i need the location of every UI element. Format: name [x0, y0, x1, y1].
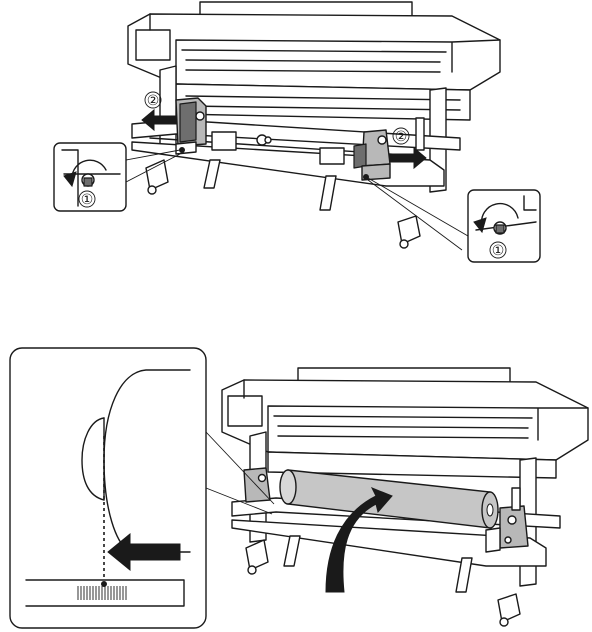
right-foot: [398, 216, 420, 244]
left-foot: [146, 160, 168, 190]
step-2-left-marker: ②: [145, 92, 161, 109]
step-1-right-label: ①: [492, 243, 505, 259]
center-bracket: [212, 132, 236, 150]
step-2-right-label: ②: [395, 129, 408, 145]
step-1-left-label: ①: [81, 192, 94, 208]
step-2-right-marker: ②: [393, 128, 409, 145]
right-zoom-callout: ①: [468, 190, 540, 262]
caster-right: [400, 240, 408, 248]
left-zoom-callout: ①: [54, 143, 126, 211]
alignment-zoom-callout: [10, 348, 206, 628]
printer-body-2: [222, 380, 588, 460]
caster-left: [148, 186, 156, 194]
printer-lower-body: [176, 84, 470, 120]
support-leg-1: [204, 160, 220, 188]
support-leg-2: [320, 176, 336, 210]
center-bracket-2: [320, 148, 344, 164]
step-2-left-label: ②: [147, 93, 160, 109]
